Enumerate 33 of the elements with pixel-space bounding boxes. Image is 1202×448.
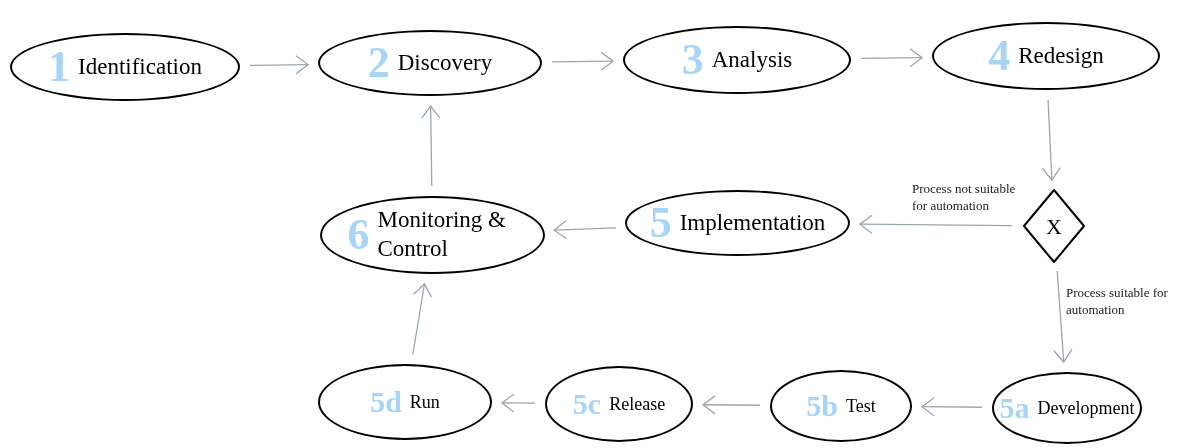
- step-name: Development: [1037, 396, 1135, 420]
- step-name: Run: [409, 390, 440, 414]
- step-number: 6: [347, 213, 370, 257]
- step-number: 2: [367, 41, 390, 85]
- arrow: [860, 48, 923, 68]
- arrow: [551, 51, 614, 71]
- arrow: [553, 220, 617, 240]
- step-number: 5d: [370, 387, 402, 417]
- step-number: 4: [988, 34, 1011, 78]
- step-name: Monitoring & Control: [377, 206, 507, 263]
- arrow: [921, 397, 983, 417]
- decision-label: X: [1046, 212, 1062, 241]
- arrow: [702, 395, 761, 415]
- arrow: [1041, 99, 1061, 181]
- arrow: [1053, 270, 1073, 363]
- arrow: [412, 283, 433, 355]
- step-name: Discovery: [397, 48, 493, 77]
- step-name: Identification: [78, 52, 202, 81]
- step-number: 1: [48, 45, 71, 89]
- step-number: 5: [649, 201, 672, 245]
- step-number: 3: [681, 38, 704, 82]
- step-name: Analysis: [711, 45, 793, 74]
- step-number: 5a: [999, 393, 1030, 423]
- step-name: Release: [609, 392, 666, 416]
- step-name: Redesign: [1018, 41, 1104, 70]
- arrow: [421, 105, 441, 187]
- arrow: [859, 214, 1013, 234]
- arrow: [501, 393, 536, 413]
- step-number: 5c: [572, 389, 602, 419]
- step-name: Implementation: [679, 208, 826, 237]
- step-number: 5b: [806, 391, 838, 421]
- step-name: Test: [845, 394, 876, 418]
- arrow: [249, 55, 309, 75]
